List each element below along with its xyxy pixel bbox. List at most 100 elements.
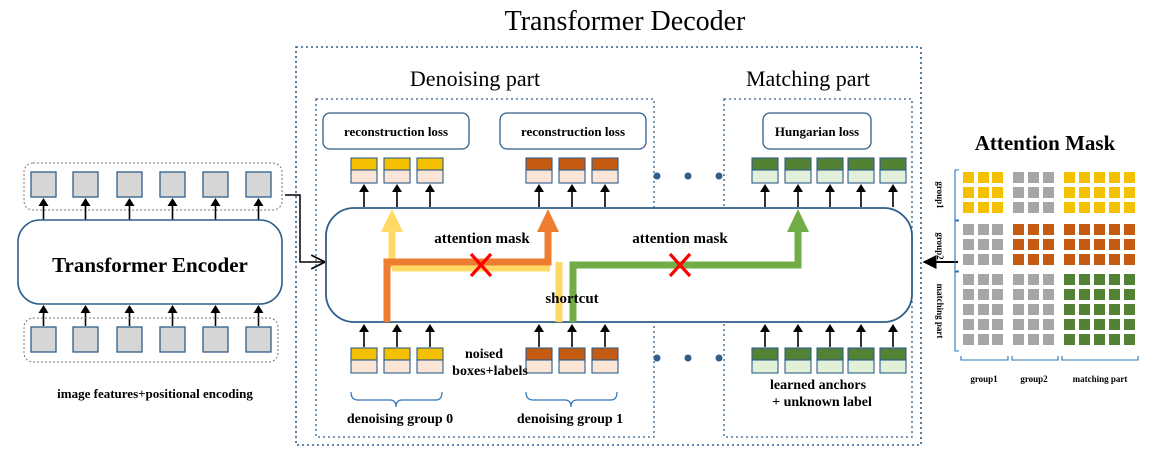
matching-query-input-box-part bbox=[847, 359, 875, 374]
mask-cell bbox=[992, 304, 1003, 315]
anchors-label-line1: learned anchors bbox=[770, 378, 867, 393]
mask-cell bbox=[1064, 334, 1075, 345]
decoder-frame bbox=[295, 46, 922, 446]
group1-query-input-label-part bbox=[591, 347, 619, 361]
bottom-ellipsis bbox=[653, 354, 723, 362]
denoising-group1-label: denoising group 1 bbox=[517, 412, 623, 427]
group1-query-output-arrow-head bbox=[534, 184, 544, 192]
mask-cell bbox=[1064, 304, 1075, 315]
mask-cell bbox=[978, 187, 989, 198]
mask-cell bbox=[992, 334, 1003, 345]
mask-cell bbox=[1094, 319, 1105, 330]
attention-mask-label-0: attention mask bbox=[434, 231, 530, 247]
group0-query-input-box-part bbox=[350, 359, 378, 374]
encoder-output-arrow-head bbox=[80, 198, 91, 206]
mask-cell bbox=[1064, 254, 1075, 265]
matching-query-input-arrow-head bbox=[760, 324, 770, 332]
matching-query-input-arrow-head bbox=[825, 324, 835, 332]
mask-cell bbox=[1079, 319, 1090, 330]
matching-query-output-box-part bbox=[847, 169, 875, 184]
mask-cell bbox=[1064, 289, 1075, 300]
mask-cell bbox=[963, 334, 974, 345]
group1-query-input bbox=[558, 347, 586, 374]
group0-query-output-box-part bbox=[416, 169, 444, 184]
encoder-output-token bbox=[72, 171, 99, 198]
mask-cell bbox=[1124, 304, 1135, 315]
mask-cell bbox=[1028, 239, 1039, 250]
encoder-input-arrow-head bbox=[80, 305, 91, 313]
matching-query-input bbox=[879, 347, 907, 374]
matching-query-output bbox=[879, 157, 907, 184]
mask-cell bbox=[1013, 254, 1024, 265]
encoder-input-token bbox=[245, 326, 272, 353]
reconstruction-loss-box-0 bbox=[322, 112, 470, 150]
group0-query-input-arrow-head bbox=[359, 324, 369, 332]
mask-cell bbox=[963, 187, 974, 198]
group1-query-input-label-part bbox=[558, 347, 586, 361]
anchors-label-line2: + unknown label bbox=[772, 395, 872, 410]
group1-query-input-arrow-head bbox=[534, 324, 544, 332]
encoder-input-arrow-head bbox=[38, 305, 49, 313]
mask-cell bbox=[1043, 202, 1054, 213]
mask-cell bbox=[1124, 239, 1135, 250]
group1-query-output-label-part bbox=[558, 157, 586, 171]
mask-cell bbox=[1124, 319, 1135, 330]
group1-query-input-arrow-head bbox=[567, 324, 577, 332]
mask-cross-1 bbox=[668, 252, 692, 278]
shortcut-label: shortcut bbox=[545, 291, 598, 307]
mask-cell bbox=[1013, 289, 1024, 300]
matching-query-output bbox=[784, 157, 812, 184]
encoder-section: Transformer Encoder image features+posit… bbox=[17, 162, 283, 401]
group0-flow-arrowhead bbox=[381, 209, 403, 232]
group1-query-input bbox=[525, 347, 553, 374]
matching-query-input-label-part bbox=[784, 347, 812, 361]
mask-cell bbox=[978, 239, 989, 250]
group0-query-input bbox=[350, 347, 378, 374]
matching-part-title: Matching part bbox=[746, 66, 870, 91]
mask-cell bbox=[1094, 334, 1105, 345]
mask-row-label-matching: matching part bbox=[935, 284, 945, 339]
mask-cell bbox=[1094, 224, 1105, 235]
mask-row-label-group2: group2 bbox=[935, 232, 945, 260]
reconstruction-loss-label-0: reconstruction loss bbox=[344, 124, 448, 139]
mask-cell bbox=[1109, 202, 1120, 213]
encoder-caption: image features+positional encoding bbox=[57, 386, 253, 401]
matching-query-output-box-part bbox=[816, 169, 844, 184]
mask-cell bbox=[963, 319, 974, 330]
encoder-output-arrow-head bbox=[167, 198, 178, 206]
mask-cell bbox=[978, 274, 989, 285]
mask-cell bbox=[1064, 172, 1075, 183]
mask-cell bbox=[1109, 187, 1120, 198]
mask-cell bbox=[1013, 319, 1024, 330]
top-ellipsis bbox=[653, 172, 723, 180]
mask-cell bbox=[1013, 304, 1024, 315]
group1-query-output bbox=[591, 157, 619, 184]
mask-cell bbox=[1124, 254, 1135, 265]
mask-cell bbox=[1064, 319, 1075, 330]
matching-query-output-label-part bbox=[751, 157, 779, 171]
group1-query-output bbox=[525, 157, 553, 184]
mask-cell bbox=[992, 319, 1003, 330]
mask-cell bbox=[1028, 274, 1039, 285]
encoder-input-arrow-head bbox=[124, 305, 135, 313]
mask-cell bbox=[1064, 274, 1075, 285]
matching-query-input-box-part bbox=[816, 359, 844, 374]
matching-query-output-arrow-head bbox=[888, 184, 898, 192]
mask-col-label-matching: matching part bbox=[1073, 374, 1128, 384]
group1-query-output bbox=[558, 157, 586, 184]
diagram-title: Transformer Decoder bbox=[505, 6, 746, 37]
mask-cell bbox=[1043, 224, 1054, 235]
mask-cell bbox=[1109, 319, 1120, 330]
encoder-input-token bbox=[30, 326, 57, 353]
mask-cell bbox=[1064, 239, 1075, 250]
encoder-input-token bbox=[116, 326, 143, 353]
matching-query-output-label-part bbox=[847, 157, 875, 171]
matching-query-output-label-part bbox=[816, 157, 844, 171]
matching-query-input bbox=[784, 347, 812, 374]
mask-cell bbox=[1028, 187, 1039, 198]
group0-bracket bbox=[350, 391, 443, 408]
mask-cell bbox=[1028, 304, 1039, 315]
attention-mask-label-1: attention mask bbox=[632, 231, 728, 247]
mask-cell bbox=[1079, 334, 1090, 345]
